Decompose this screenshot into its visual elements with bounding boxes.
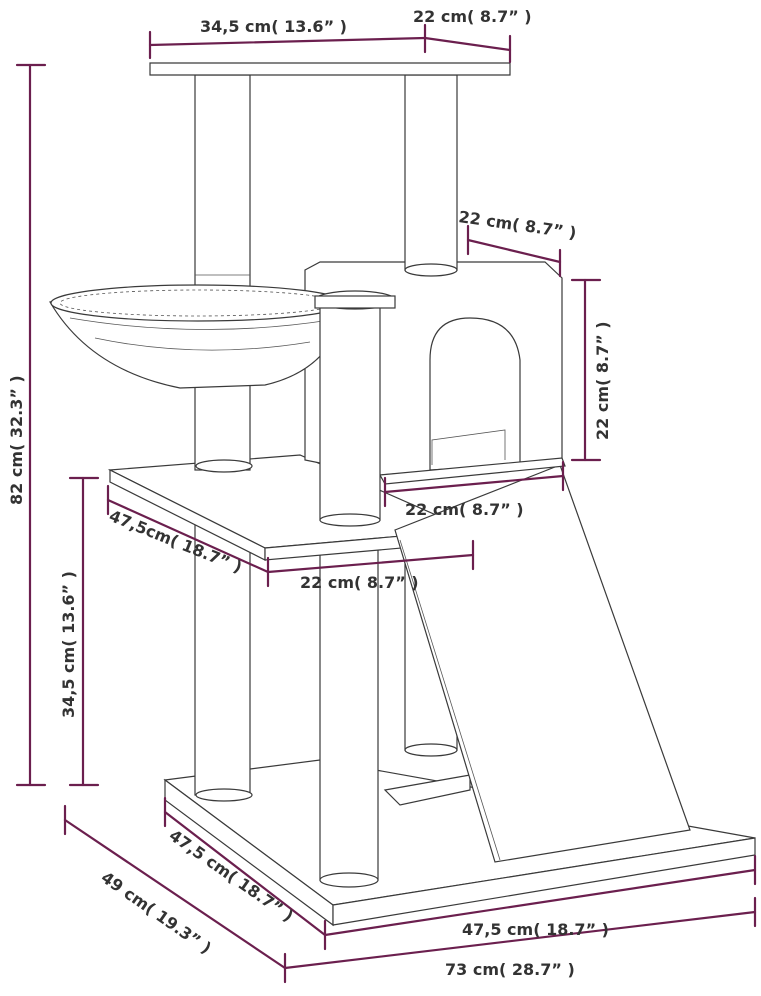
hammock-basket (49, 284, 346, 389)
base-plate (163, 759, 756, 927)
top-platform (149, 62, 511, 76)
label-base-width: 73 cm( 28.7” ) (445, 960, 575, 979)
label-base-inner-width: 47,5 cm( 18.7” ) (462, 920, 609, 939)
label-platform-height: 34,5 cm( 13.6” ) (59, 571, 78, 718)
lower-posts (194, 514, 471, 888)
label-platform-width: 22 cm( 8.7” ) (300, 573, 419, 592)
label-top-depth: 22 cm( 8.7” ) (413, 7, 532, 26)
upper-posts (194, 74, 458, 473)
label-total-height: 82 cm( 32.3” ) (7, 375, 26, 505)
label-top-width: 34,5 cm( 13.6” ) (200, 17, 347, 36)
front-post (314, 290, 396, 527)
dimension-lines (15, 23, 757, 984)
label-house-width: 22 cm( 8.7” ) (405, 500, 524, 519)
ramp (394, 464, 691, 863)
label-house-height: 22 cm( 8.7” ) (593, 321, 612, 440)
label-house-depth: 22 cm( 8.7” ) (457, 207, 577, 242)
